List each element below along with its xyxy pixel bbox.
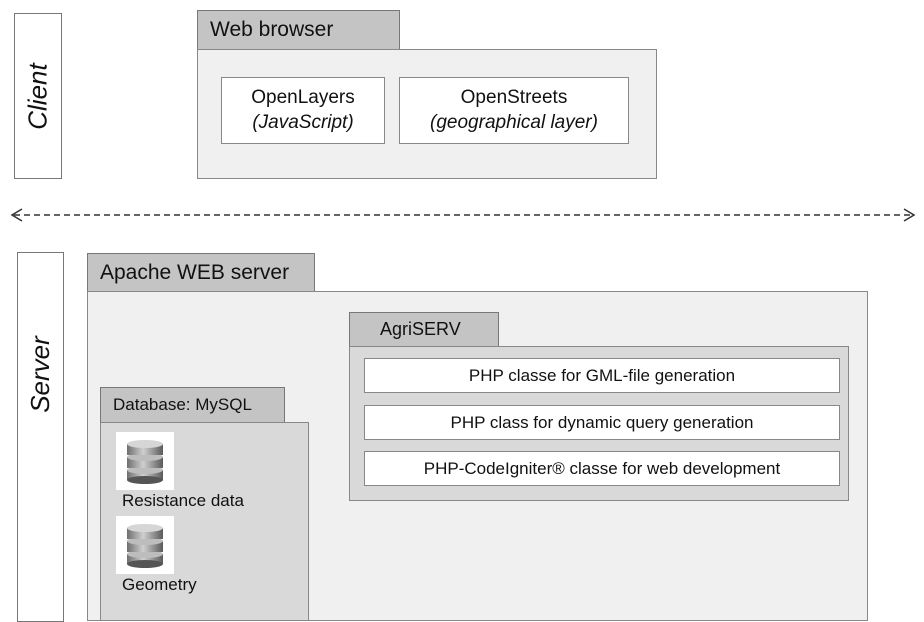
database-title: Database: MySQL xyxy=(113,395,252,414)
database-icon xyxy=(116,432,174,490)
agriserv-title: AgriSERV xyxy=(380,319,461,339)
agriserv-row: PHP-CodeIgniter® classe for web developm… xyxy=(364,451,840,486)
web-browser-tab: Web browser xyxy=(197,10,400,50)
database-icon xyxy=(116,516,174,574)
agriserv-row-label: PHP class for dynamic query generation xyxy=(450,412,754,432)
agriserv-tab: AgriSERV xyxy=(349,312,499,347)
agriserv-row-label: PHP-CodeIgniter® classe for web developm… xyxy=(423,458,781,478)
database-tab: Database: MySQL xyxy=(100,387,285,423)
client-label-box: Client xyxy=(14,13,62,179)
server-label: Server xyxy=(25,335,56,413)
web-browser-title: Web browser xyxy=(210,18,334,41)
openstreets-box: OpenStreets (geographical layer) xyxy=(399,77,629,144)
client-label: Client xyxy=(22,62,53,130)
database-item-label: Resistance data xyxy=(122,491,244,510)
openlayers-name: OpenLayers xyxy=(251,86,355,108)
agriserv-row-label: PHP classe for GML-file generation xyxy=(468,365,736,385)
separator-right-arrowhead xyxy=(903,208,916,222)
agriserv-row: PHP classe for GML-file generation xyxy=(364,358,840,393)
client-server-separator xyxy=(10,208,916,222)
separator-left-arrowhead xyxy=(10,208,23,222)
database-item-label: Geometry xyxy=(122,575,197,594)
agriserv-row: PHP class for dynamic query generation xyxy=(364,405,840,440)
openstreets-name: OpenStreets xyxy=(460,86,568,108)
openlayers-box: OpenLayers (JavaScript) xyxy=(221,77,385,144)
apache-title: Apache WEB server xyxy=(100,260,290,284)
openlayers-detail: (JavaScript) xyxy=(252,111,354,133)
server-label-box: Server xyxy=(17,252,64,622)
openstreets-detail: (geographical layer) xyxy=(430,111,598,133)
apache-tab: Apache WEB server xyxy=(87,253,315,292)
